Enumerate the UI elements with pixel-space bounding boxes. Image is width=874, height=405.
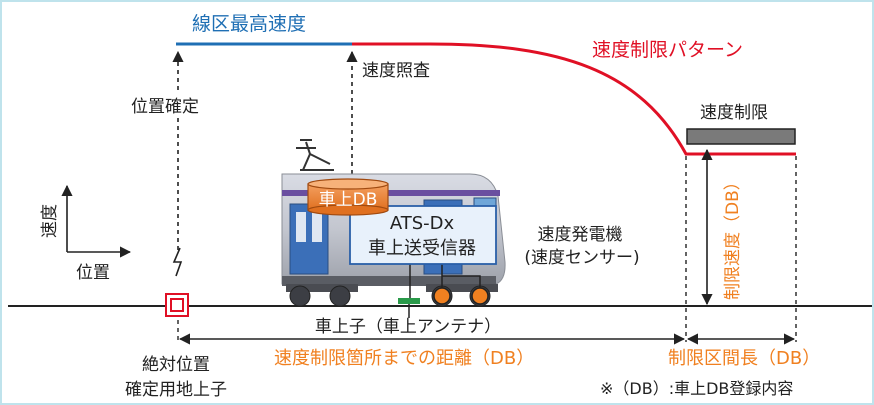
position-confirm-label: 位置確定	[131, 97, 199, 117]
ats-name-label: ATS-Dx	[390, 213, 455, 234]
distance-label: 速度制限箇所までの距離（DB）	[274, 348, 534, 369]
pattern-label: 速度制限パターン	[592, 39, 743, 61]
speed-check-label: 速度照査	[362, 61, 430, 81]
abs-pos-label-2: 確定用地上子	[125, 380, 227, 400]
limit-speed-db-label: 制限速度（DB）	[723, 173, 743, 300]
speed-limit-pattern-curve	[352, 42, 796, 156]
abs-pos-beacon-outer	[165, 293, 189, 317]
speed-generator-wheel-2	[471, 287, 489, 305]
onboard-coil-label: 車上子（車上アンテナ）	[315, 317, 501, 337]
abs-pos-beacon-inner	[170, 298, 184, 312]
generator-sub-label: (速度センサー)	[524, 248, 639, 268]
speed-generator-wheel-1	[433, 287, 451, 305]
onboard-db-label: 車上DB	[319, 190, 378, 210]
signal-lightning-icon	[172, 247, 183, 277]
section-length-label: 制限区間長（DB）	[668, 348, 820, 369]
onboard-coil	[398, 298, 420, 304]
axis-position-label: 位置	[76, 263, 110, 283]
speed-limit-bar	[686, 128, 796, 145]
position-confirm-label-bg	[130, 92, 226, 118]
speed-limit-label: 速度制限	[700, 103, 768, 123]
line-max-speed-label: 線区最高速度	[192, 13, 306, 35]
generator-label: 速度発電機	[538, 225, 623, 245]
footnote: ※（DB）:車上DB登録内容	[600, 379, 793, 398]
onboard-db-cylinder	[307, 178, 389, 216]
axis-speed-label: 速度	[40, 204, 60, 238]
generator-wire-2	[442, 275, 481, 288]
ats-device-label: 車上送受信器	[368, 238, 476, 259]
abs-pos-label-1: 絶対位置	[142, 355, 210, 375]
ats-device-box	[349, 205, 497, 265]
pantograph-icon	[296, 139, 334, 171]
